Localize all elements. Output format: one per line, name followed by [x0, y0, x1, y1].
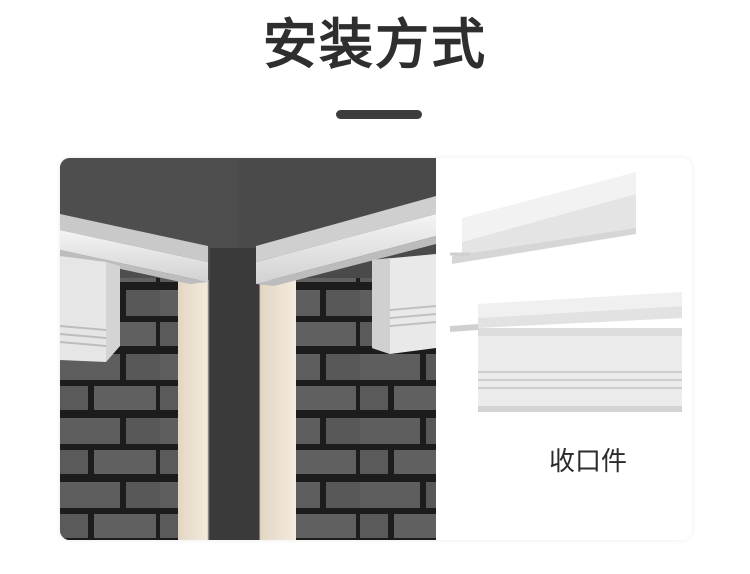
- profile-product-display: [436, 158, 692, 540]
- title-underline-bar: [336, 110, 422, 119]
- product-panel: 收口件: [60, 158, 692, 540]
- installation-illustration: [60, 158, 692, 540]
- corner-scene: [60, 158, 437, 540]
- page-title: 安装方式: [263, 13, 487, 76]
- product-caption: 收口件: [548, 447, 627, 477]
